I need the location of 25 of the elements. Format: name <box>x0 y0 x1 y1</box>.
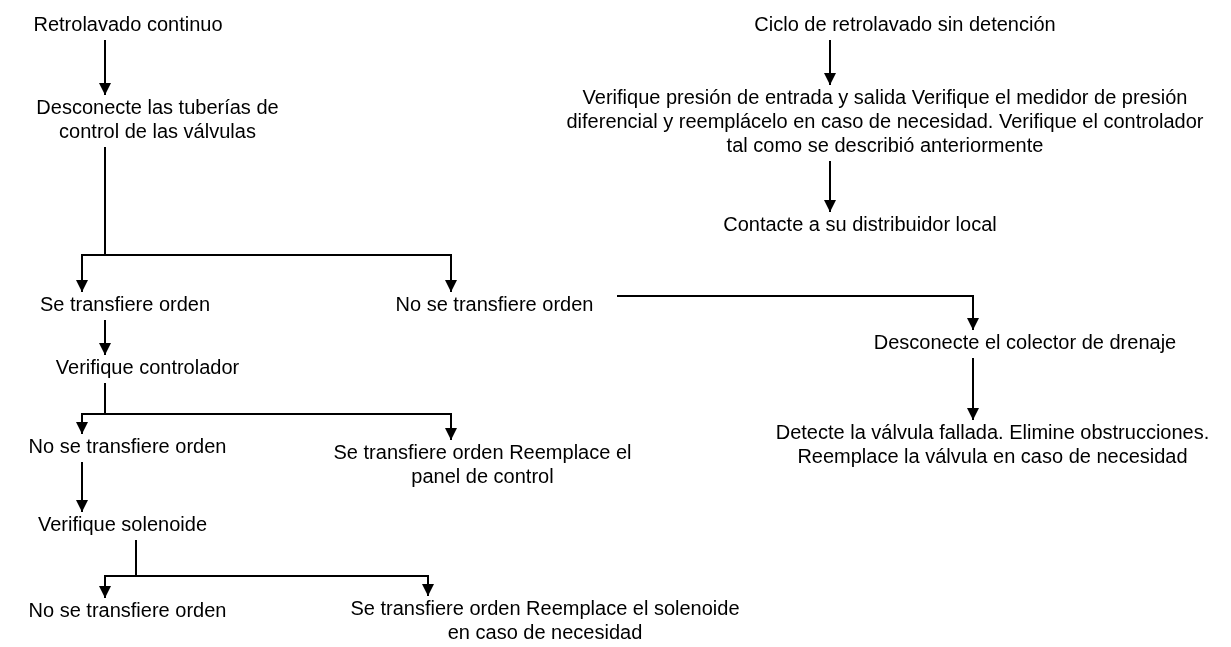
flow-step: No se transfiere orden <box>0 434 255 458</box>
arrow <box>104 146 457 293</box>
arrow <box>824 39 836 86</box>
arrow <box>824 160 836 213</box>
flow-step: No se transfiere orden <box>372 292 617 316</box>
arrow <box>104 382 457 441</box>
flow-step: Se transfiere orden Reemplace el panel de control <box>330 440 635 488</box>
flow-step: Se transfiere orden <box>15 292 235 316</box>
flow-step: Verifique presión de entrada y salida Verifique el medidor de presión diferencial y reemplácelo en caso de necesidad. Verifique el controlador tal como se describió anteriormente <box>555 85 1215 157</box>
flow-step: Verifique solenoide <box>15 512 230 536</box>
arrow <box>99 319 111 356</box>
flow-step: Desconecte el colector de drenaje <box>830 330 1220 354</box>
arrow <box>135 539 434 597</box>
flow-step: Se transfiere orden Reemplace el solenoide en caso de necesidad <box>350 596 740 644</box>
flow-step: Contacte a su distribuidor local <box>700 212 1020 236</box>
flow-step: No se transfiere orden <box>0 598 255 622</box>
flow-step: Desconecte las tuberías de control de las válvulas <box>5 95 310 143</box>
arrow <box>616 295 979 331</box>
arrow <box>99 39 111 96</box>
flow-step: Retrolavado continuo <box>10 12 246 36</box>
arrow <box>76 461 88 513</box>
flow-step: Detecte la válvula fallada. Elimine obstrucciones. Reemplace la válvula en caso de necesidad <box>770 420 1215 468</box>
flow-step: Verifique controlador <box>30 355 265 379</box>
arrow <box>967 357 979 421</box>
flow-step: Ciclo de retrolavado sin detención <box>720 12 1090 36</box>
